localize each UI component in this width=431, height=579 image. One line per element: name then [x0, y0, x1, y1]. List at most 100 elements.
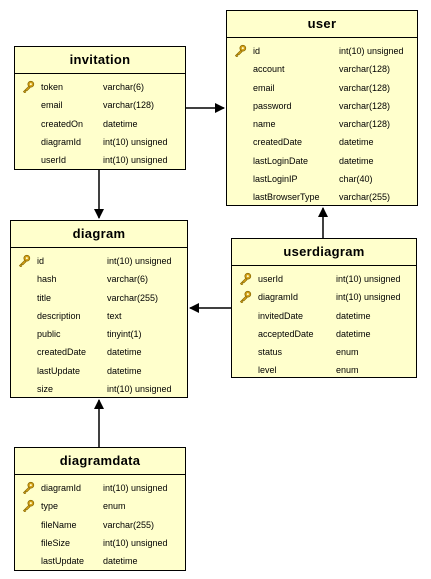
column-row: lastLoginDate datetime — [227, 153, 417, 171]
entity-title: diagram — [11, 221, 187, 248]
column-name: description — [37, 310, 81, 321]
column-name: password — [253, 100, 292, 111]
column-type: varchar(128) — [339, 64, 391, 75]
column-row: size int(10) unsigned — [11, 381, 187, 399]
column-row: fileSize int(10) unsigned — [15, 535, 185, 553]
column-type: datetime — [107, 365, 142, 376]
entity-title: diagramdata — [15, 448, 185, 475]
column-name: invitedDate — [258, 310, 304, 321]
column-row: acceptedDate datetime — [232, 326, 416, 344]
column-type: varchar(128) — [339, 82, 391, 93]
column-type: text — [107, 310, 122, 321]
column-type: varchar(255) — [103, 519, 155, 530]
column-type: enum — [336, 347, 359, 358]
column-row: email varchar(128) — [227, 80, 417, 98]
column-type: datetime — [107, 347, 142, 358]
column-row: level enum — [232, 362, 416, 380]
column-name: acceptedDate — [258, 328, 314, 339]
column-type: varchar(128) — [103, 100, 155, 111]
column-type: datetime — [103, 118, 138, 129]
column-name: userId — [41, 155, 67, 166]
column-name: createdDate — [37, 347, 87, 358]
column-name: lastLoginDate — [253, 155, 309, 166]
column-row: invitedDate datetime — [232, 308, 416, 326]
column-row: public tinyint(1) — [11, 326, 187, 344]
entity-title: invitation — [15, 47, 185, 74]
column-type: datetime — [336, 328, 371, 339]
column-type: enum — [336, 365, 359, 376]
column-name: id — [253, 46, 261, 56]
column-type: char(40) — [339, 174, 373, 185]
column-row: lastLoginIP char(40) — [227, 171, 417, 189]
entity-columns: diagramId int(10) unsigned type enum fileNam… — [15, 475, 185, 571]
column-type: int(10) unsigned — [103, 537, 168, 548]
column-type: enum — [103, 501, 126, 512]
column-name: type — [41, 501, 59, 512]
entity-title: user — [227, 11, 417, 38]
primary-key-icon — [18, 254, 31, 268]
column-row: createdOn datetime — [15, 116, 185, 134]
column-type: tinyint(1) — [107, 329, 142, 340]
column-name: createdDate — [253, 137, 303, 148]
column-name: size — [37, 384, 54, 395]
column-row: createdDate datetime — [11, 344, 187, 362]
column-name: id — [37, 256, 45, 266]
column-row: description text — [11, 308, 187, 326]
column-name: diagramId — [258, 292, 299, 303]
column-type: int(10) unsigned — [336, 274, 401, 284]
column-name: diagramId — [41, 483, 82, 493]
column-name: fileSize — [41, 537, 71, 548]
column-row: diagramId int(10) unsigned — [15, 480, 185, 498]
column-type: varchar(6) — [103, 82, 145, 92]
column-type: varchar(255) — [107, 292, 159, 303]
primary-key-icon — [234, 44, 247, 58]
column-name: createdOn — [41, 118, 84, 129]
column-type: varchar(128) — [339, 100, 391, 111]
column-type: datetime — [336, 310, 371, 321]
column-type: int(10) unsigned — [107, 384, 172, 395]
column-name: email — [253, 82, 275, 93]
column-name: status — [258, 347, 283, 358]
column-type: varchar(255) — [339, 192, 391, 203]
primary-key-icon — [22, 80, 35, 94]
column-name: public — [37, 329, 61, 340]
column-row: password varchar(128) — [227, 98, 417, 116]
column-type: int(10) unsigned — [103, 483, 168, 493]
primary-key-icon — [239, 290, 252, 304]
primary-key-icon — [22, 481, 35, 495]
column-type: int(10) unsigned — [339, 46, 404, 56]
column-type: datetime — [339, 155, 374, 166]
column-row: fileName varchar(255) — [15, 517, 185, 535]
column-type: varchar(6) — [107, 274, 149, 285]
column-name: lastLoginIP — [253, 174, 298, 185]
column-name: name — [253, 119, 276, 130]
column-name: fileName — [41, 519, 77, 530]
column-row: type enum — [15, 498, 185, 516]
column-type: int(10) unsigned — [103, 136, 168, 147]
column-type: int(10) unsigned — [107, 256, 172, 266]
column-row: createdDate datetime — [227, 134, 417, 152]
entity-diagramdata[interactable]: diagramdata diagramId int(10) unsigned typ… — [14, 447, 186, 571]
entity-title: userdiagram — [232, 239, 416, 266]
column-name: level — [258, 365, 277, 376]
column-type: datetime — [339, 137, 374, 148]
column-row: status enum — [232, 344, 416, 362]
primary-key-icon — [239, 272, 252, 286]
